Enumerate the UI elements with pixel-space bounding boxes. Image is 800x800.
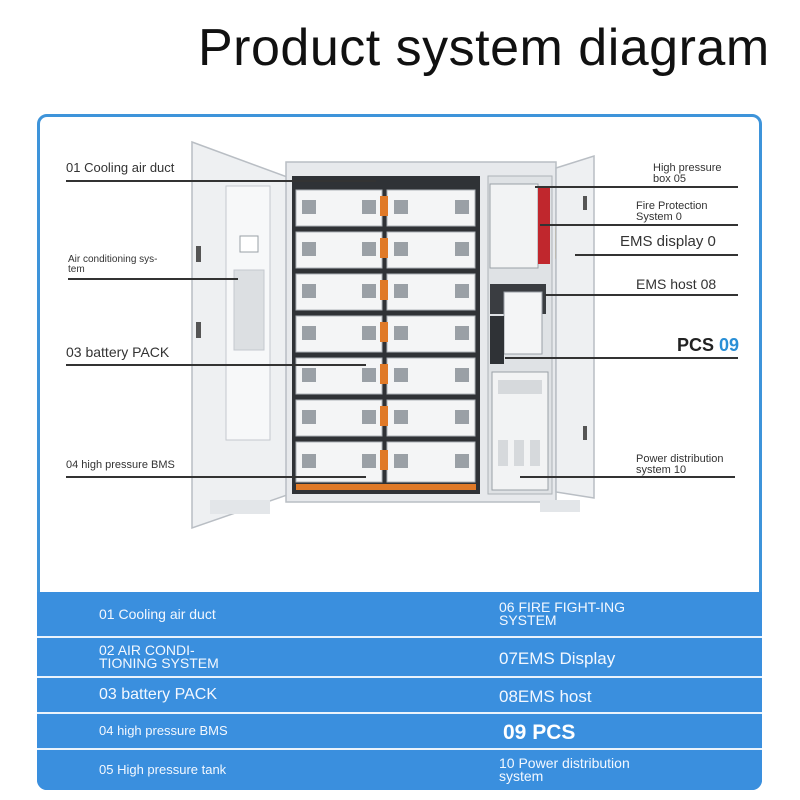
left-hinge-top (196, 246, 201, 262)
page-title: Product system diagram (198, 19, 770, 77)
leader-battery (66, 364, 366, 366)
leader-fire (540, 224, 738, 226)
leader-hpbox (535, 186, 738, 188)
leader-power-distribution (520, 476, 735, 478)
legend-item-03: 03 battery PACK (99, 686, 217, 703)
leader-aircon (68, 278, 238, 280)
pcs-unit (503, 291, 543, 355)
leader-ems-host (545, 294, 738, 296)
callout-ems-host: EMS host 08 (636, 276, 717, 292)
row-divider (37, 748, 762, 750)
leader-pcs (505, 357, 738, 359)
legend-item-10: 10 Power distribution system (499, 755, 630, 785)
legend-item-08: 08EMS host (499, 687, 592, 706)
callout-air-conditioning: Air conditioning sys-tem (68, 254, 158, 275)
legend-item-07: 07EMS Display (499, 649, 616, 668)
right-door (555, 154, 595, 499)
legend-item-05: 05 High pressure tank (99, 762, 227, 777)
row-divider (37, 676, 762, 678)
leader-ems-display (575, 254, 738, 256)
callout-fire-protection: Fire Protection System 0 (636, 200, 708, 223)
callout-cooling-air-duct: 01 Cooling air duct (66, 160, 175, 175)
pcs-side (490, 316, 504, 364)
callout-battery-pack: 03 battery PACK (66, 344, 170, 360)
callout-high-pressure-bms: 04 high pressure BMS (66, 459, 175, 471)
aircon-switch (239, 235, 259, 253)
callout-high-pressure-box: High pressure box 05 (653, 162, 722, 185)
callout-power-distribution: Power distribution system 10 (636, 453, 724, 476)
leader-cooling (66, 180, 376, 182)
hv-box (489, 183, 539, 269)
pcs-label: PCS (677, 335, 715, 355)
pcs-number: 09 (719, 335, 740, 355)
leader-bms (66, 476, 366, 478)
battery-handles (380, 196, 388, 470)
legend-table: 01 Cooling air duct 02 AIR CONDI-TIONING… (37, 592, 762, 790)
row-divider (37, 712, 762, 714)
legend-item-02: 02 AIR CONDI-TIONING SYSTEM (99, 642, 219, 672)
bms-bar (296, 484, 476, 490)
callout-ems-display: EMS display 0 (620, 233, 716, 250)
left-hinge-bottom (196, 322, 201, 338)
legend-item-04: 04 high pressure BMS (99, 723, 228, 738)
fire-protection-panel (538, 188, 550, 264)
callout-pcs: PCS 09 (677, 336, 739, 354)
legend-item-09: 09 PCS (503, 721, 576, 744)
row-divider (37, 636, 762, 638)
aircon-grille (233, 269, 265, 351)
legend-item-01: 01 Cooling air duct (99, 606, 216, 622)
battery-fans (302, 200, 469, 468)
legend-item-06: 06 FIRE FIGHT-ING SYSTEM (499, 599, 626, 629)
